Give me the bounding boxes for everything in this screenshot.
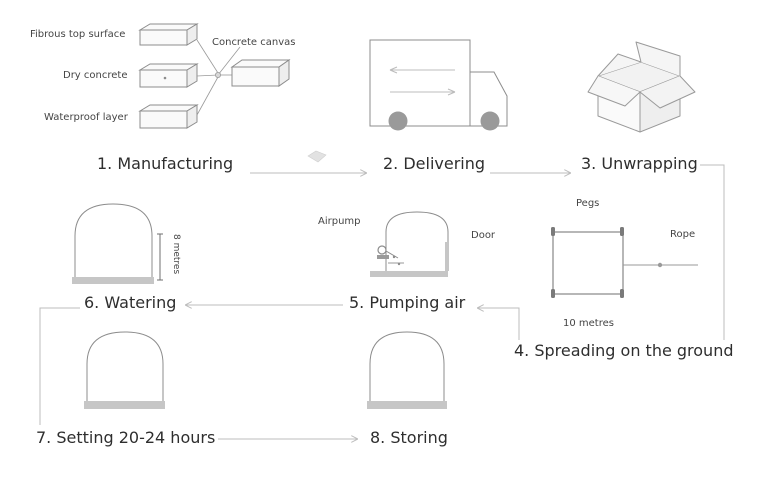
layer-block-dry-concrete	[138, 63, 199, 88]
step-8-storing: 8. Storing	[370, 428, 448, 447]
step-6-watering: 6. Watering	[84, 293, 177, 312]
label-10-metres: 10 metres	[563, 318, 614, 329]
label-dry-concrete: Dry concrete	[63, 70, 128, 81]
open-box	[587, 41, 696, 133]
dome-setting	[84, 331, 165, 409]
layer-connectors	[196, 39, 241, 116]
truck-wheel-rear	[388, 111, 408, 131]
arrow-3-to-4	[700, 164, 725, 340]
arrow-4-to-5	[478, 308, 520, 340]
label-door: Door	[471, 230, 496, 241]
flow-arrows	[39, 164, 725, 439]
step-7-setting: 7. Setting 20-24 hours	[36, 428, 216, 447]
layer-block-waterproof	[138, 104, 199, 129]
delivery-truck	[369, 39, 508, 131]
airpump-icon	[377, 245, 387, 255]
step-2-delivering: 2. Delivering	[383, 154, 486, 173]
label-pegs: Pegs	[576, 198, 600, 209]
label-fibrous-top-surface: Fibrous top surface	[30, 29, 126, 40]
dome-pumping	[370, 211, 449, 277]
label-8-metres: 8 metres	[171, 234, 181, 275]
dome-storing	[367, 331, 447, 409]
peg-top-right	[620, 227, 624, 236]
peg-top-left	[551, 227, 555, 236]
spread-canvas	[551, 227, 698, 298]
canvas-package-icon	[307, 150, 327, 163]
arrow-6-to-7	[39, 307, 80, 425]
label-waterproof-layer: Waterproof layer	[44, 112, 128, 123]
dome-watering	[72, 203, 163, 284]
peg-bottom-left	[551, 289, 555, 298]
label-airpump: Airpump	[318, 216, 361, 227]
step-3-unwrapping: 3. Unwrapping	[581, 154, 698, 173]
label-rope: Rope	[670, 229, 696, 240]
label-concrete-canvas: Concrete canvas	[212, 37, 296, 48]
step-1-manufacturing: 1. Manufacturing	[97, 154, 234, 173]
concrete-canvas-block	[230, 59, 291, 87]
peg-bottom-right	[620, 289, 624, 298]
step-5-pumping-air: 5. Pumping air	[349, 293, 466, 312]
step-4-spreading: 4. Spreading on the ground	[514, 341, 734, 360]
truck-wheel-front	[480, 111, 500, 131]
layer-block-fibrous	[138, 23, 199, 46]
